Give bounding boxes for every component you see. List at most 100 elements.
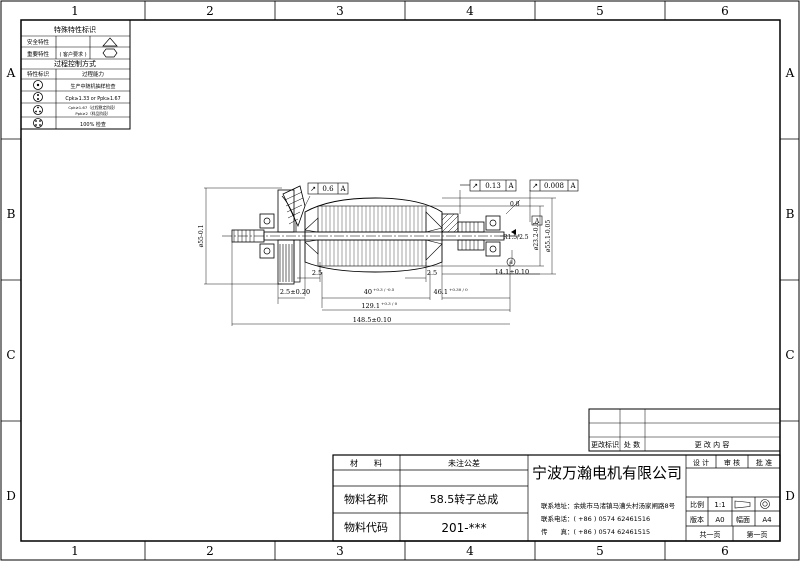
- cooling-fan: [277, 185, 306, 285]
- part-code-value: 201-***: [441, 521, 486, 535]
- dim-40-tol: +0.3 / -0.5: [373, 287, 395, 292]
- approve-label: 批 准: [756, 458, 772, 467]
- runout-symbol-icon: ↗: [532, 182, 538, 190]
- row-label-left-C: C: [6, 348, 15, 362]
- col-label-top-6: 6: [721, 4, 729, 18]
- revision-count-label: 处 数: [624, 440, 640, 449]
- cpk-167-icon: [33, 105, 43, 115]
- material-label: 材 料: [350, 458, 382, 468]
- col-label-bottom-4: 4: [466, 544, 474, 558]
- dim-right-diameter-2: ø55.1-0.05: [545, 220, 552, 253]
- full-inspection-icon: [33, 118, 43, 128]
- sheet-size-value: A4: [762, 516, 772, 524]
- row-label-left-A: A: [6, 66, 16, 80]
- col-label-bottom-5: 5: [596, 544, 604, 558]
- title-block: 材 料 未注公差 物料名称 58.5转子总成 物料代码 201-*** 宁波万瀚…: [332, 454, 781, 542]
- col-label-top-4: 4: [466, 4, 474, 18]
- bearing-left: [259, 213, 275, 259]
- part-name-value: 58.5转子总成: [430, 492, 499, 506]
- legend-item-random: 生产中随机抽样检查: [70, 83, 115, 90]
- dim-14-1: 14.1±0.10: [495, 268, 529, 276]
- dim-2-5-right: 2.5: [427, 269, 437, 277]
- row-label-right-D: D: [785, 489, 795, 503]
- row-label-right-A: A: [785, 66, 795, 80]
- row-label-left-B: B: [7, 207, 16, 221]
- fcf-runout-right: ↗ 0.008 A: [529, 179, 579, 192]
- svg-text:A: A: [569, 182, 576, 190]
- company-name: 宁波万瀚电机有限公司: [532, 464, 682, 482]
- safety-triangle-icon: [102, 37, 118, 47]
- col-label-top-5: 5: [596, 4, 604, 18]
- col-label-bottom-1: 1: [71, 544, 79, 558]
- col-label-bottom-2: 2: [206, 544, 214, 558]
- total-pages: 共一页: [700, 530, 721, 539]
- col-label-bottom-3: 3: [336, 544, 344, 558]
- svg-text:0.13: 0.13: [485, 182, 501, 190]
- balloon-circle: [506, 257, 516, 267]
- fcf-runout-left: ↗ 0.6 A: [307, 182, 349, 195]
- insulation-block: [441, 213, 459, 233]
- legend-item-cpk133: Cpk≥1.33 or Ppk≥1.67: [65, 96, 120, 102]
- rotor-assembly-drawing: ø55-0.1 ø23.2-0.1 ø55.1-0.05 ↗ 0.6 A ↗ 0…: [198, 179, 579, 326]
- dim-46-1: 46.1: [434, 288, 448, 296]
- scale-label: 比例: [690, 500, 704, 509]
- page-number: 第一页: [747, 530, 768, 539]
- revision-content-label: 更 改 内 容: [695, 440, 730, 449]
- legend-process-title: 过程控制方式: [54, 59, 96, 68]
- dim-129-1-tol: +0.3 / 0: [381, 301, 398, 306]
- dim-40: 40: [364, 288, 372, 296]
- runout-symbol-icon: ↗: [310, 185, 316, 193]
- svg-text:0.008: 0.008: [544, 182, 564, 190]
- dim-46-1-tol: +0.30 / 0: [449, 287, 468, 292]
- row-label-right-C: C: [785, 348, 794, 362]
- balloon-label: 8: [509, 260, 512, 266]
- dim-129-1: 129.1: [361, 302, 380, 310]
- bearing-right: [485, 215, 501, 257]
- row-label-left-D: D: [6, 489, 16, 503]
- legend-item-cpk167-a: Cpk≥1.67（过程稳定阶段）: [68, 105, 117, 110]
- company-fax: 传 真：( +86 ) 0574 62461515: [541, 527, 650, 536]
- fcf-runout-mid: ↗ 0.13 A: [460, 179, 517, 192]
- revision-table: 更改标识 处 数 更 改 内 容: [588, 408, 781, 452]
- version-value: A0: [715, 516, 724, 524]
- scale-value: 1:1: [714, 501, 725, 509]
- col-label-top-2: 2: [206, 4, 214, 18]
- dimension-lines: [204, 187, 556, 326]
- part-code-label: 物料代码: [344, 520, 388, 534]
- datum-a-marker: A: [511, 215, 543, 235]
- col-label-bottom-6: 6: [721, 544, 729, 558]
- legend-title: 特殊特性标识: [54, 25, 96, 34]
- dim-left-diameter: ø55-0.1: [198, 225, 205, 248]
- company-address: 联系地址：余姚市马渚镇马漕头村汤家闸路8号: [541, 501, 676, 510]
- svg-text:A: A: [507, 182, 514, 190]
- dim-2-5-tol: 2.5±0.20: [280, 288, 310, 296]
- runout-symbol-icon: ↗: [472, 182, 478, 190]
- commutator: [457, 221, 485, 251]
- tolerance-label: 未注公差: [448, 458, 480, 468]
- legend-col-ability: 过程能力: [82, 70, 104, 78]
- dim-2-5-left: 2.5: [312, 269, 322, 277]
- armature-core: [304, 197, 443, 273]
- projection-symbol-icon: [734, 499, 770, 509]
- dim-chamfer: 0.8: [510, 201, 520, 208]
- important-hexagon-icon: [102, 48, 118, 58]
- svg-text:A: A: [339, 185, 346, 193]
- legend-safety-label: 安全特性: [27, 38, 50, 46]
- design-label: 设 计: [693, 458, 709, 467]
- random-check-icon: [33, 80, 43, 90]
- part-name-label: 物料名称: [344, 492, 388, 506]
- sheet-size-label: 幅面: [736, 515, 750, 524]
- dim-right-diameter-1: ø23.2-0.1: [533, 222, 540, 251]
- version-label: 版本: [690, 515, 704, 524]
- col-label-top-3: 3: [336, 4, 344, 18]
- svg-text:0.6: 0.6: [322, 185, 334, 193]
- review-label: 审 核: [724, 458, 740, 467]
- dim-r-label: R1.5/2.5: [503, 234, 529, 241]
- col-label-top-1: 1: [71, 4, 79, 18]
- legend-item-100pct: 100% 检查: [80, 121, 106, 128]
- legend-customer-req: ( 客户要求 ): [59, 51, 86, 58]
- svg-text:A: A: [534, 218, 540, 225]
